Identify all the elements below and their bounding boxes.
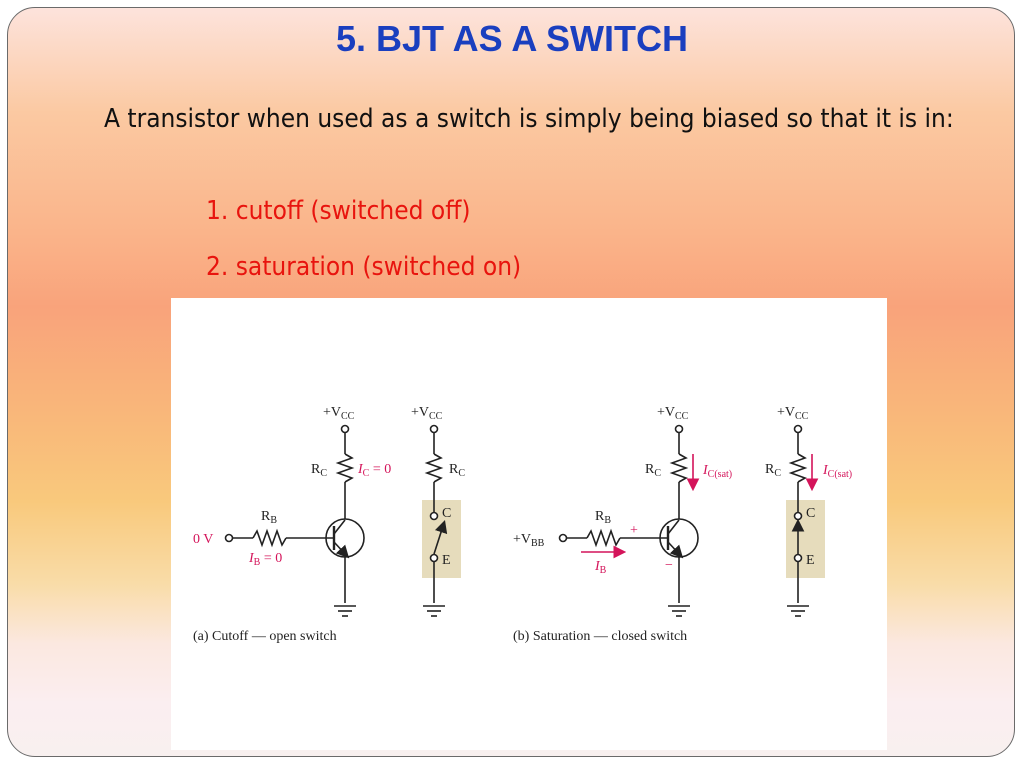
sat-sw-vcc-label: +VCC xyxy=(777,405,809,422)
sw-vcc-label: +VCC xyxy=(411,405,443,422)
circuit-diagrams: +VCC RC IC = 0 RB 0 V IB = 0 +VCC RC xyxy=(193,405,852,644)
sat-rb-label: RB xyxy=(595,509,611,526)
slide-title: 5. BJT AS A SWITCH xyxy=(335,18,689,59)
cutoff-vcc-label: +VCC xyxy=(323,405,355,422)
rc-label: RC xyxy=(311,462,327,479)
sat-sw-c-label: C xyxy=(806,506,815,521)
sat-vcc-label: +VCC xyxy=(657,405,689,422)
bjt-switch-figure: +VCC RC IC = 0 RB 0 V IB = 0 +VCC RC xyxy=(171,298,887,750)
cutoff-caption: (a) Cutoff — open switch xyxy=(193,629,337,644)
rb-label: RB xyxy=(261,509,277,526)
cutoff-transistor-circuit: +VCC RC IC = 0 RB 0 V IB = 0 xyxy=(193,405,391,617)
saturation-switch-equivalent: +VCC RC IC(sat) C E xyxy=(765,405,852,617)
intro-text: A transistor when used as a switch is si… xyxy=(104,104,954,134)
closed-switch-box xyxy=(786,500,825,578)
input-terminal xyxy=(224,533,234,543)
vcc-terminal xyxy=(340,424,350,434)
option-saturation: 2. saturation (switched on) xyxy=(206,252,522,282)
open-switch-box xyxy=(422,500,461,578)
ib-zero-label: IB = 0 xyxy=(248,551,282,568)
rc-resistor xyxy=(335,453,355,483)
sw-rc-label: RC xyxy=(449,462,465,479)
vbb-label: +VBB xyxy=(513,532,545,549)
rb-resistor xyxy=(252,528,287,548)
saturation-transistor-circuit: +VCC RC IC(sat) RB +VBB IB + − xyxy=(513,405,732,617)
sat-sw-e-label: E xyxy=(806,553,815,568)
input-voltage-label: 0 V xyxy=(193,532,213,547)
saturation-caption: (b) Saturation — closed switch xyxy=(513,629,687,644)
sat-sw-rc-label: RC xyxy=(765,462,781,479)
open-switch-arm xyxy=(433,519,448,555)
ib-label: IB xyxy=(594,559,607,576)
cutoff-switch-equivalent: +VCC RC C E xyxy=(411,405,465,617)
option-cutoff: 1. cutoff (switched off) xyxy=(206,196,471,226)
sw-e-label: E xyxy=(442,553,451,568)
sat-rc-label: RC xyxy=(645,462,661,479)
ic-zero-label: IC = 0 xyxy=(357,462,391,479)
sw-c-label: C xyxy=(442,506,451,521)
ic-sat-label: IC(sat) xyxy=(702,463,732,480)
minus-sign: − xyxy=(665,558,673,573)
sat-sw-ic-label: IC(sat) xyxy=(822,463,852,480)
plus-sign: + xyxy=(630,523,638,538)
